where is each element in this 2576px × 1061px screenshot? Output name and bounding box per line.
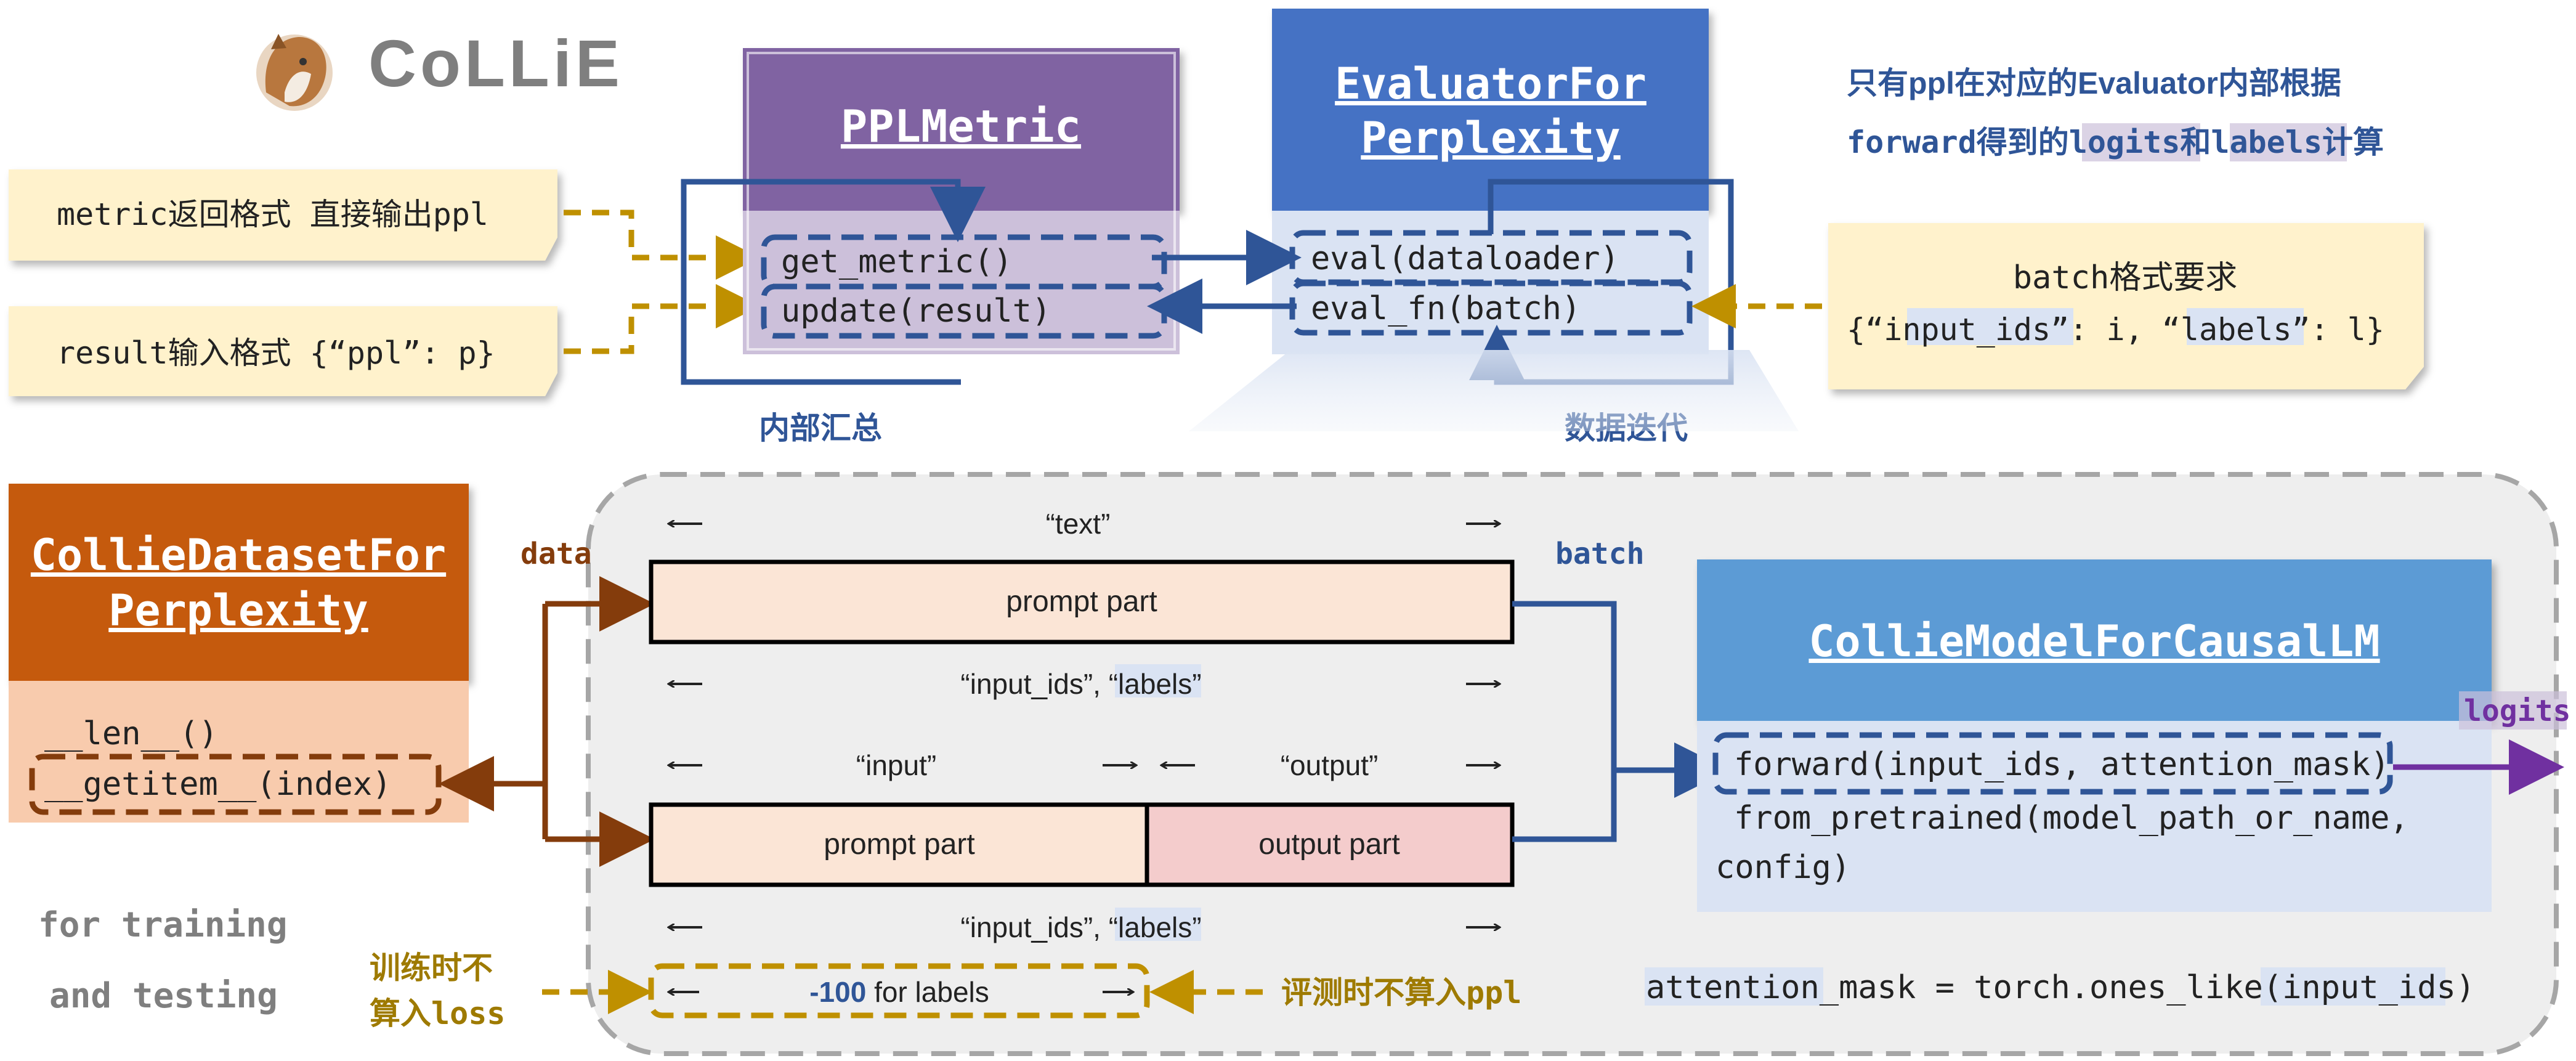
ppl-metric-loop-label: 内部汇总 (759, 411, 882, 445)
output-part-row2-label: output part (1258, 828, 1400, 861)
batch-format-suffix: ”: l} (2292, 312, 2385, 348)
input-span: “input” (668, 749, 1136, 781)
model-method-config: config) (1715, 849, 1850, 886)
text-span: “text” (668, 508, 1500, 540)
input-label: “input” (856, 749, 936, 781)
dataset-method-getitem: __getitem__(index) (44, 766, 392, 803)
ppl-metric-method-get-metric: get_metric() (781, 243, 1013, 280)
input-ids-labels-span-2: “input_ids”, “labels” (668, 908, 1500, 943)
note-metric-return-text: metric返回格式 直接输出ppl (57, 197, 488, 232)
evaluator-box: EvaluatorFor Perplexity eval(dataloader)… (1272, 9, 1709, 354)
batch-label: batch (1555, 537, 1645, 571)
logo-text: CoLLiE (368, 26, 623, 100)
prompt-part-row1 (649, 559, 1515, 644)
dataset-method-len: __len__() (44, 715, 218, 752)
svg-text:算入loss: 算入loss (370, 996, 505, 1031)
batch-format-mid: ”: i, “ (2051, 312, 2181, 348)
output-label: “output” (1281, 749, 1379, 781)
note-result-input: result输入格式 {“ppl”: p} (9, 306, 557, 396)
ppl-note-line2-c: 计算 (2322, 124, 2384, 160)
input-ids-labels-1: “input_ids”, “labels” (960, 668, 1201, 700)
ppl-metric-box: PPLMetric get_metric() update(result) (743, 48, 1180, 354)
note-metric-return: metric返回格式 直接输出ppl (9, 169, 557, 261)
evaluator-title-line2: Perplexity (1361, 113, 1620, 163)
ppl-note-line2: forward得到的logits和labels计算 (1847, 123, 2384, 161)
train-note-line2-a: 算入 (370, 996, 431, 1031)
dataset-data-label: data (520, 537, 592, 571)
arrow-dataset-to-sequences (439, 576, 655, 867)
model-title: CollieModelForCausalLM (1808, 616, 2380, 667)
mask-suffix: for labels (866, 976, 989, 1008)
attention-mask-note: attention_mask = torch.ones_like(input_i… (1645, 967, 2475, 1006)
logo: CoLLiE (256, 26, 623, 111)
input-ids-labels-2: “input_ids”, “labels” (960, 911, 1201, 943)
batch-format-key-labels: labels (2181, 312, 2292, 348)
ppl-metric-title: PPLMetric (841, 100, 1081, 152)
get-metric-dashed (761, 234, 1167, 290)
zoom-funnel (1189, 350, 1799, 431)
train-note-line2-b: loss (431, 996, 505, 1031)
evaluator-method-eval-fn: eval_fn(batch) (1311, 290, 1581, 327)
mask-value: -100 (809, 976, 866, 1008)
svg-text:{“input_ids”: i, “labels”: l}: {“input_ids”: i, “labels”: l} (1847, 312, 2384, 348)
ppl-metric-loop-arrow (681, 179, 986, 385)
evaluator-method-eval: eval(dataloader) (1311, 240, 1619, 277)
model-method-from-pretrained: from_pretrained(model_path_or_name, (1734, 800, 2409, 837)
logits-label: logits (2464, 694, 2570, 728)
usage-line1: for training (38, 905, 288, 945)
output-part-row2 (1144, 802, 1515, 887)
model-method-forward: forward(input_ids, attention_mask) (1734, 746, 2389, 783)
dataset-title-line2: Perplexity (108, 585, 368, 636)
ppl-note-line2-b: 和 (2180, 124, 2211, 160)
ppl-note-labels: labels (2211, 124, 2322, 160)
prompt-part-row2-label: prompt part (824, 828, 974, 861)
forward-dashed (1712, 732, 2393, 795)
batch-format-key-input-ids: input_ids (1884, 312, 2051, 348)
note-batch-title: batch格式要求 (2013, 259, 2238, 296)
dataset-box: CollieDatasetFor Perplexity __len__() __… (9, 484, 469, 823)
evaluator-title-line1: EvaluatorFor (1335, 59, 1646, 109)
arrow-result-to-update (564, 284, 760, 354)
model-box: CollieModelForCausalLM forward(input_ids… (1697, 559, 2492, 912)
input-ids-labels-span-1: “input_ids”, “labels” (668, 664, 1500, 700)
svg-text:forward得到的logits和labels计算: forward得到的logits和labels计算 (1847, 124, 2384, 160)
ppl-note-line1: 只有ppl在对应的Evaluator内部根据 (1847, 66, 2341, 100)
text-label: “text” (1046, 508, 1111, 540)
output-span: “output” (1161, 749, 1500, 781)
note-result-input-text: result输入格式 {“ppl”: p} (57, 335, 495, 371)
ppl-metric-method-update: update(result) (781, 293, 1051, 330)
prompt-part-row1-label: prompt part (1006, 585, 1157, 618)
batch-format-prefix: {“ (1847, 312, 1884, 348)
usage-line2: and testing (49, 976, 278, 1016)
collie-dog-icon (256, 34, 333, 111)
eval-note: 评测时不算入ppl (1281, 975, 1521, 1010)
ppl-note-line2-a: forward得到的 (1847, 124, 2069, 160)
note-batch-format: batch格式要求 {“input_ids”: i, “labels”: l} (1828, 223, 2424, 389)
ppl-note-logits: logits (2069, 124, 2181, 160)
svg-text:-100 for labels: -100 for labels (809, 976, 989, 1008)
arrow-metric-to-get-metric (564, 209, 760, 280)
train-note-line1: 训练时不 (370, 951, 493, 985)
attention-mask-note-text: attention_mask = torch.ones_like(input_i… (1646, 969, 2475, 1006)
dataset-title-line1: CollieDatasetFor (31, 530, 446, 580)
